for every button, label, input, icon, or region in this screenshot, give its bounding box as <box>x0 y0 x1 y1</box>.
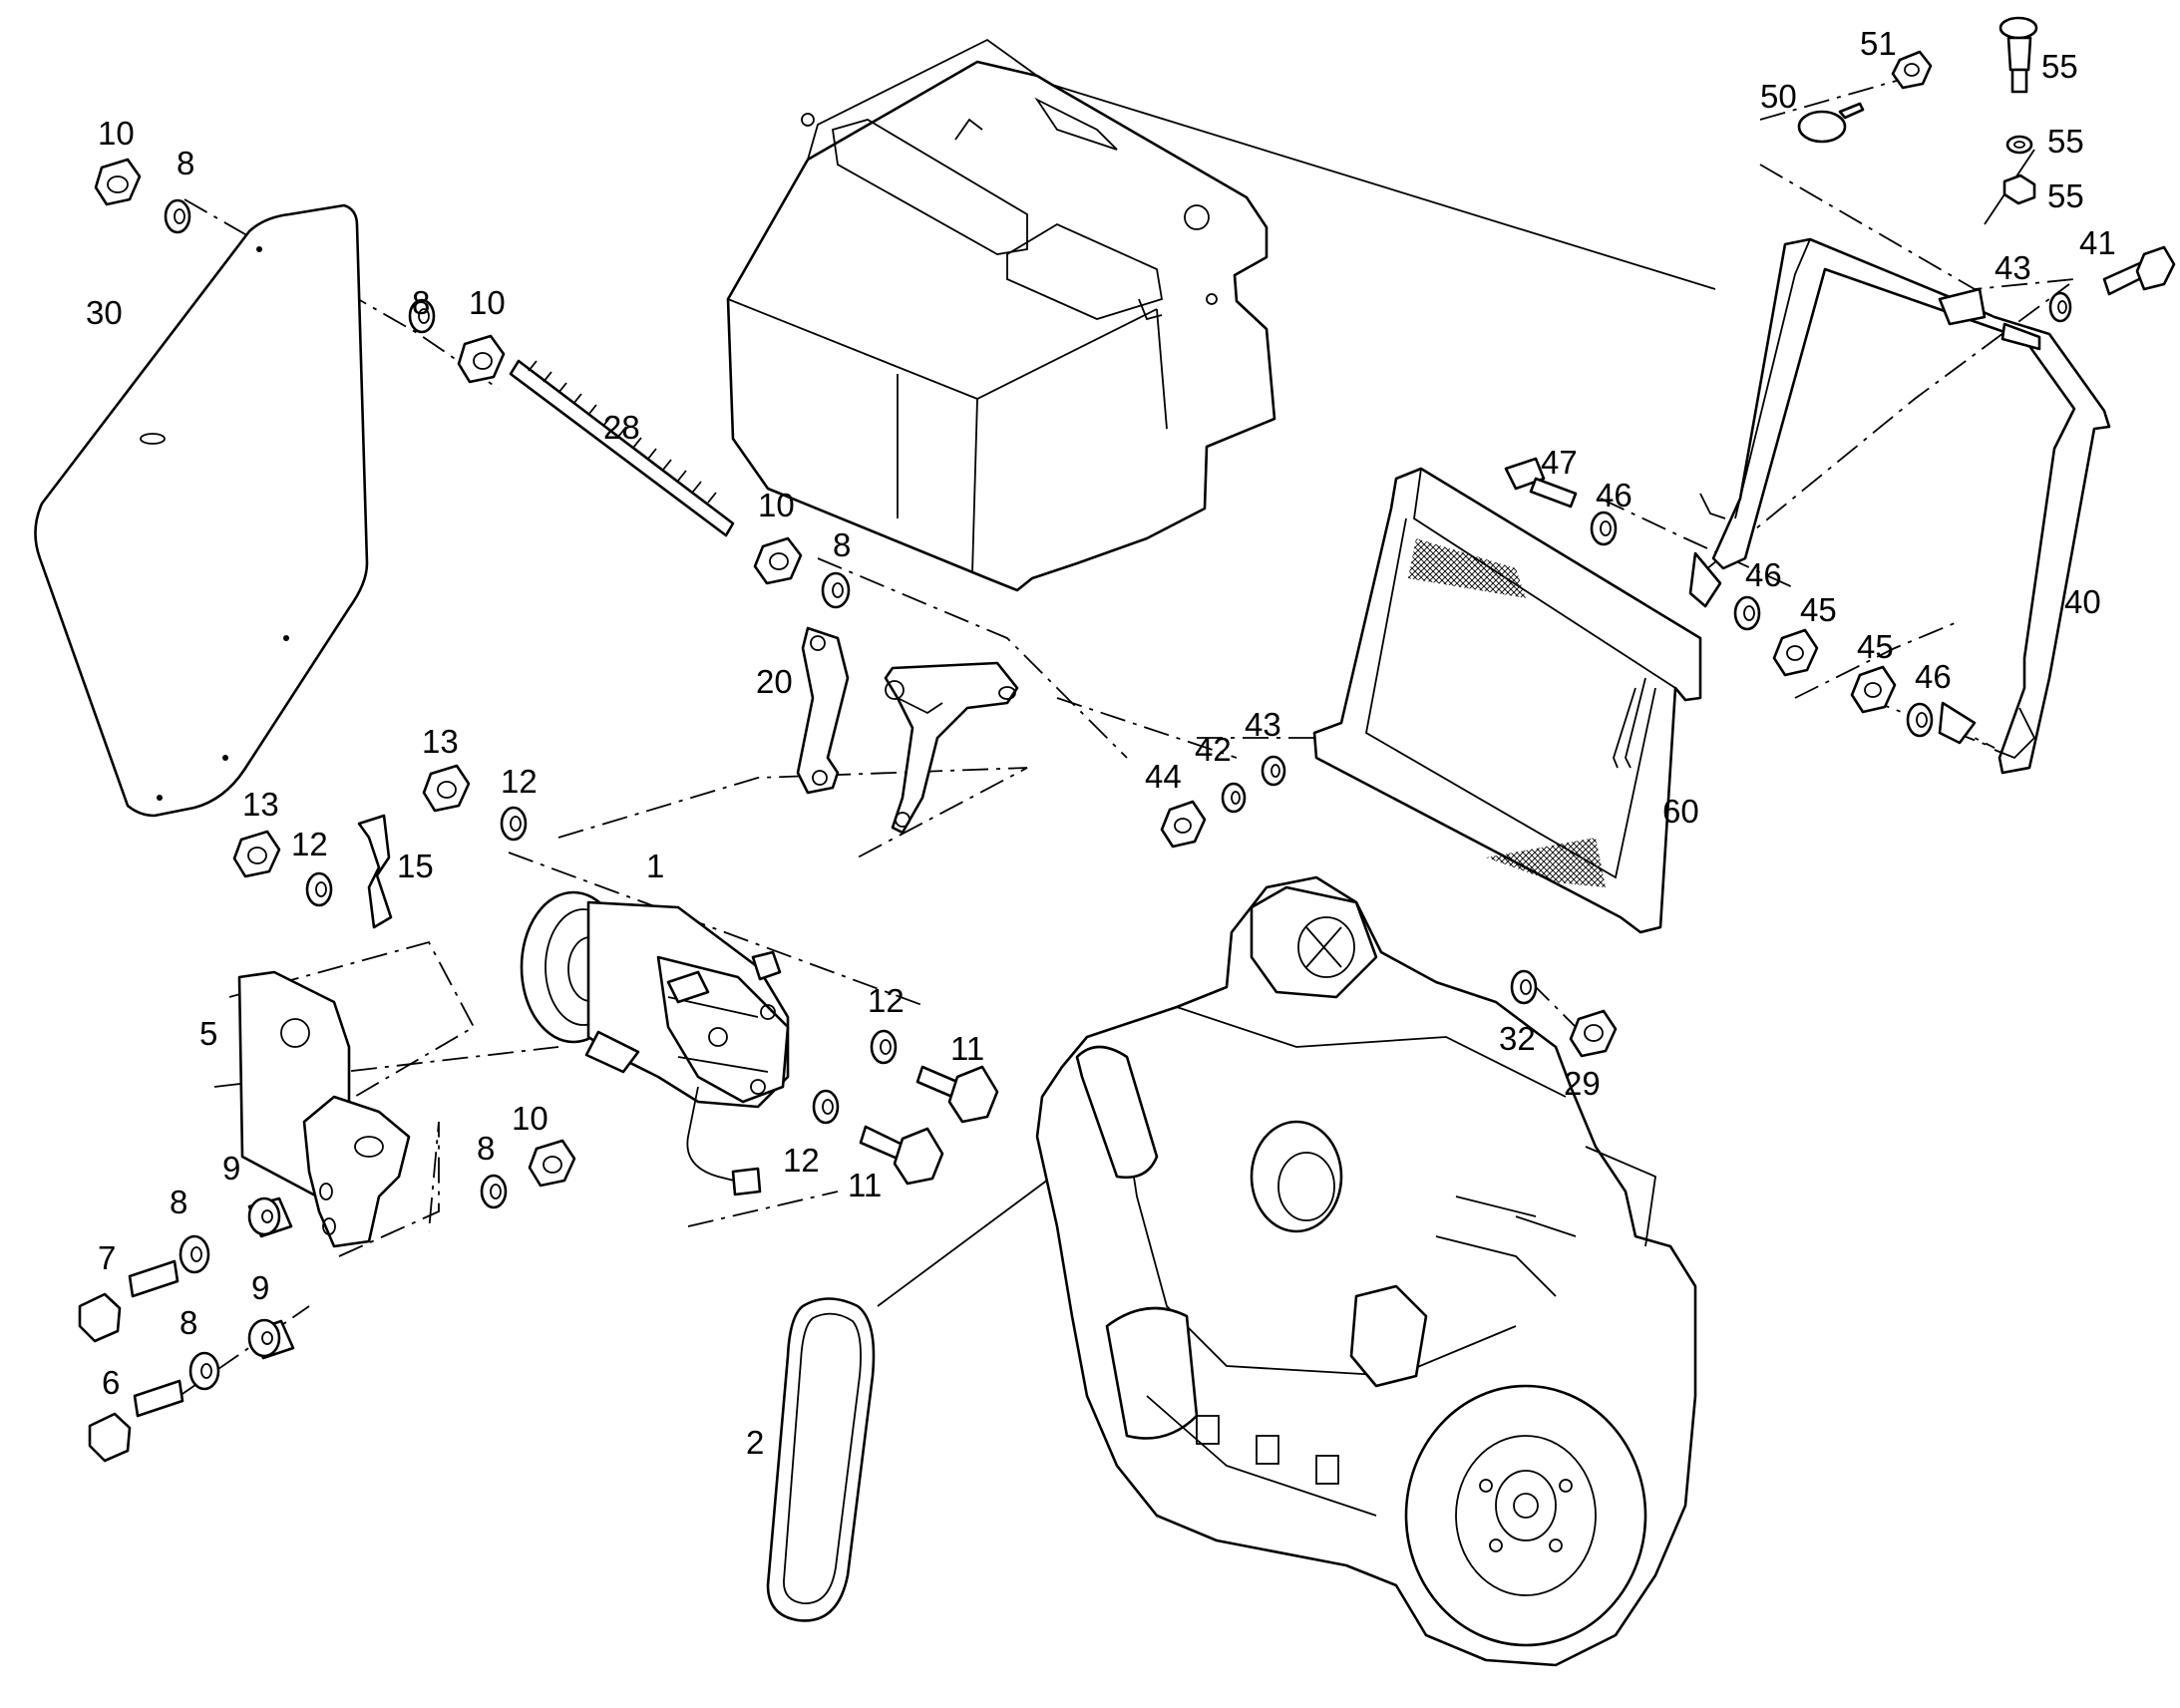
clip-part-15 <box>357 814 393 929</box>
callout-label: 7 <box>98 1239 116 1276</box>
belt-part-2 <box>766 1297 876 1622</box>
callout-label: 12 <box>291 826 328 862</box>
callout-label: 55 <box>2041 48 2078 85</box>
callout-label: 12 <box>501 763 538 800</box>
callout-label: 20 <box>756 663 793 700</box>
compressor-part-1 <box>520 890 790 1196</box>
callout-label: 15 <box>397 848 434 884</box>
callout-label: 44 <box>1145 758 1182 795</box>
callout-label: 43 <box>1245 706 1281 743</box>
callout-label: 10 <box>512 1100 548 1137</box>
hardware-engine-side <box>1510 969 1618 1058</box>
threaded-rod-part-28 <box>509 359 735 537</box>
callout-label: 8 <box>477 1130 495 1167</box>
callout-labels: 10 8 30 8 10 28 10 8 20 13 12 13 12 15 1… <box>86 25 2116 1461</box>
callout-label: 9 <box>251 1269 269 1306</box>
callout-label: 45 <box>1857 628 1894 665</box>
callout-label: 1 <box>646 848 664 884</box>
callout-label: 42 <box>1195 731 1232 768</box>
callout-label: 46 <box>1745 556 1782 593</box>
mount-plate-part-5 <box>237 970 411 1248</box>
side-panel-part-30 <box>34 203 369 818</box>
callout-label: 12 <box>868 982 905 1019</box>
callout-label: 55 <box>2047 177 2084 214</box>
hardware-rod-end <box>753 536 851 609</box>
callout-label: 50 <box>1760 78 1797 115</box>
callout-label: 11 <box>950 1030 984 1067</box>
callout-label: 32 <box>1499 1020 1536 1057</box>
callout-label: 10 <box>469 284 506 321</box>
bracket-part-20 <box>796 626 1019 835</box>
callout-label: 47 <box>1541 444 1578 481</box>
callout-label: 40 <box>2064 583 2101 620</box>
callout-label: 13 <box>422 723 459 760</box>
callout-label: 2 <box>746 1424 764 1461</box>
callout-label: 10 <box>758 487 795 523</box>
callout-label: 9 <box>222 1150 240 1187</box>
callout-label: 46 <box>1915 658 1952 695</box>
callout-label: 28 <box>603 409 640 446</box>
callout-label: 60 <box>1662 793 1699 830</box>
hardware-top-left <box>94 158 506 384</box>
callout-label: 46 <box>1596 477 1633 513</box>
callout-label: 10 <box>98 115 135 152</box>
condenser-part-60 <box>1312 467 1702 934</box>
callout-label: 45 <box>1800 591 1837 628</box>
frame-part-40 <box>1699 237 2111 775</box>
engine <box>1035 875 1697 1667</box>
callout-label: 8 <box>170 1184 187 1220</box>
callout-label: 5 <box>199 1015 217 1052</box>
callout-label: 55 <box>2047 123 2084 160</box>
callout-label: 8 <box>180 1304 197 1341</box>
hardware-13-12 <box>232 764 528 907</box>
hardware-lower-left <box>78 1139 576 1463</box>
callout-label: 11 <box>848 1167 882 1203</box>
hardware-compressor-bolts <box>812 1029 999 1186</box>
callout-label: 12 <box>783 1142 820 1179</box>
callout-label: 8 <box>833 526 851 563</box>
callout-label: 41 <box>2079 224 2116 261</box>
callout-label: 51 <box>1860 25 1897 62</box>
callout-label: 30 <box>86 294 123 331</box>
hardware-condenser <box>1160 457 1977 849</box>
hardware-top-right <box>1797 16 2176 323</box>
callout-label: 13 <box>242 786 279 823</box>
callout-label: 29 <box>1564 1065 1601 1102</box>
cab-housing <box>726 38 1276 592</box>
callout-label: 8 <box>412 284 430 321</box>
callout-label: 6 <box>102 1364 120 1401</box>
callout-label: 43 <box>1995 249 2031 286</box>
callout-label: 8 <box>177 145 194 181</box>
